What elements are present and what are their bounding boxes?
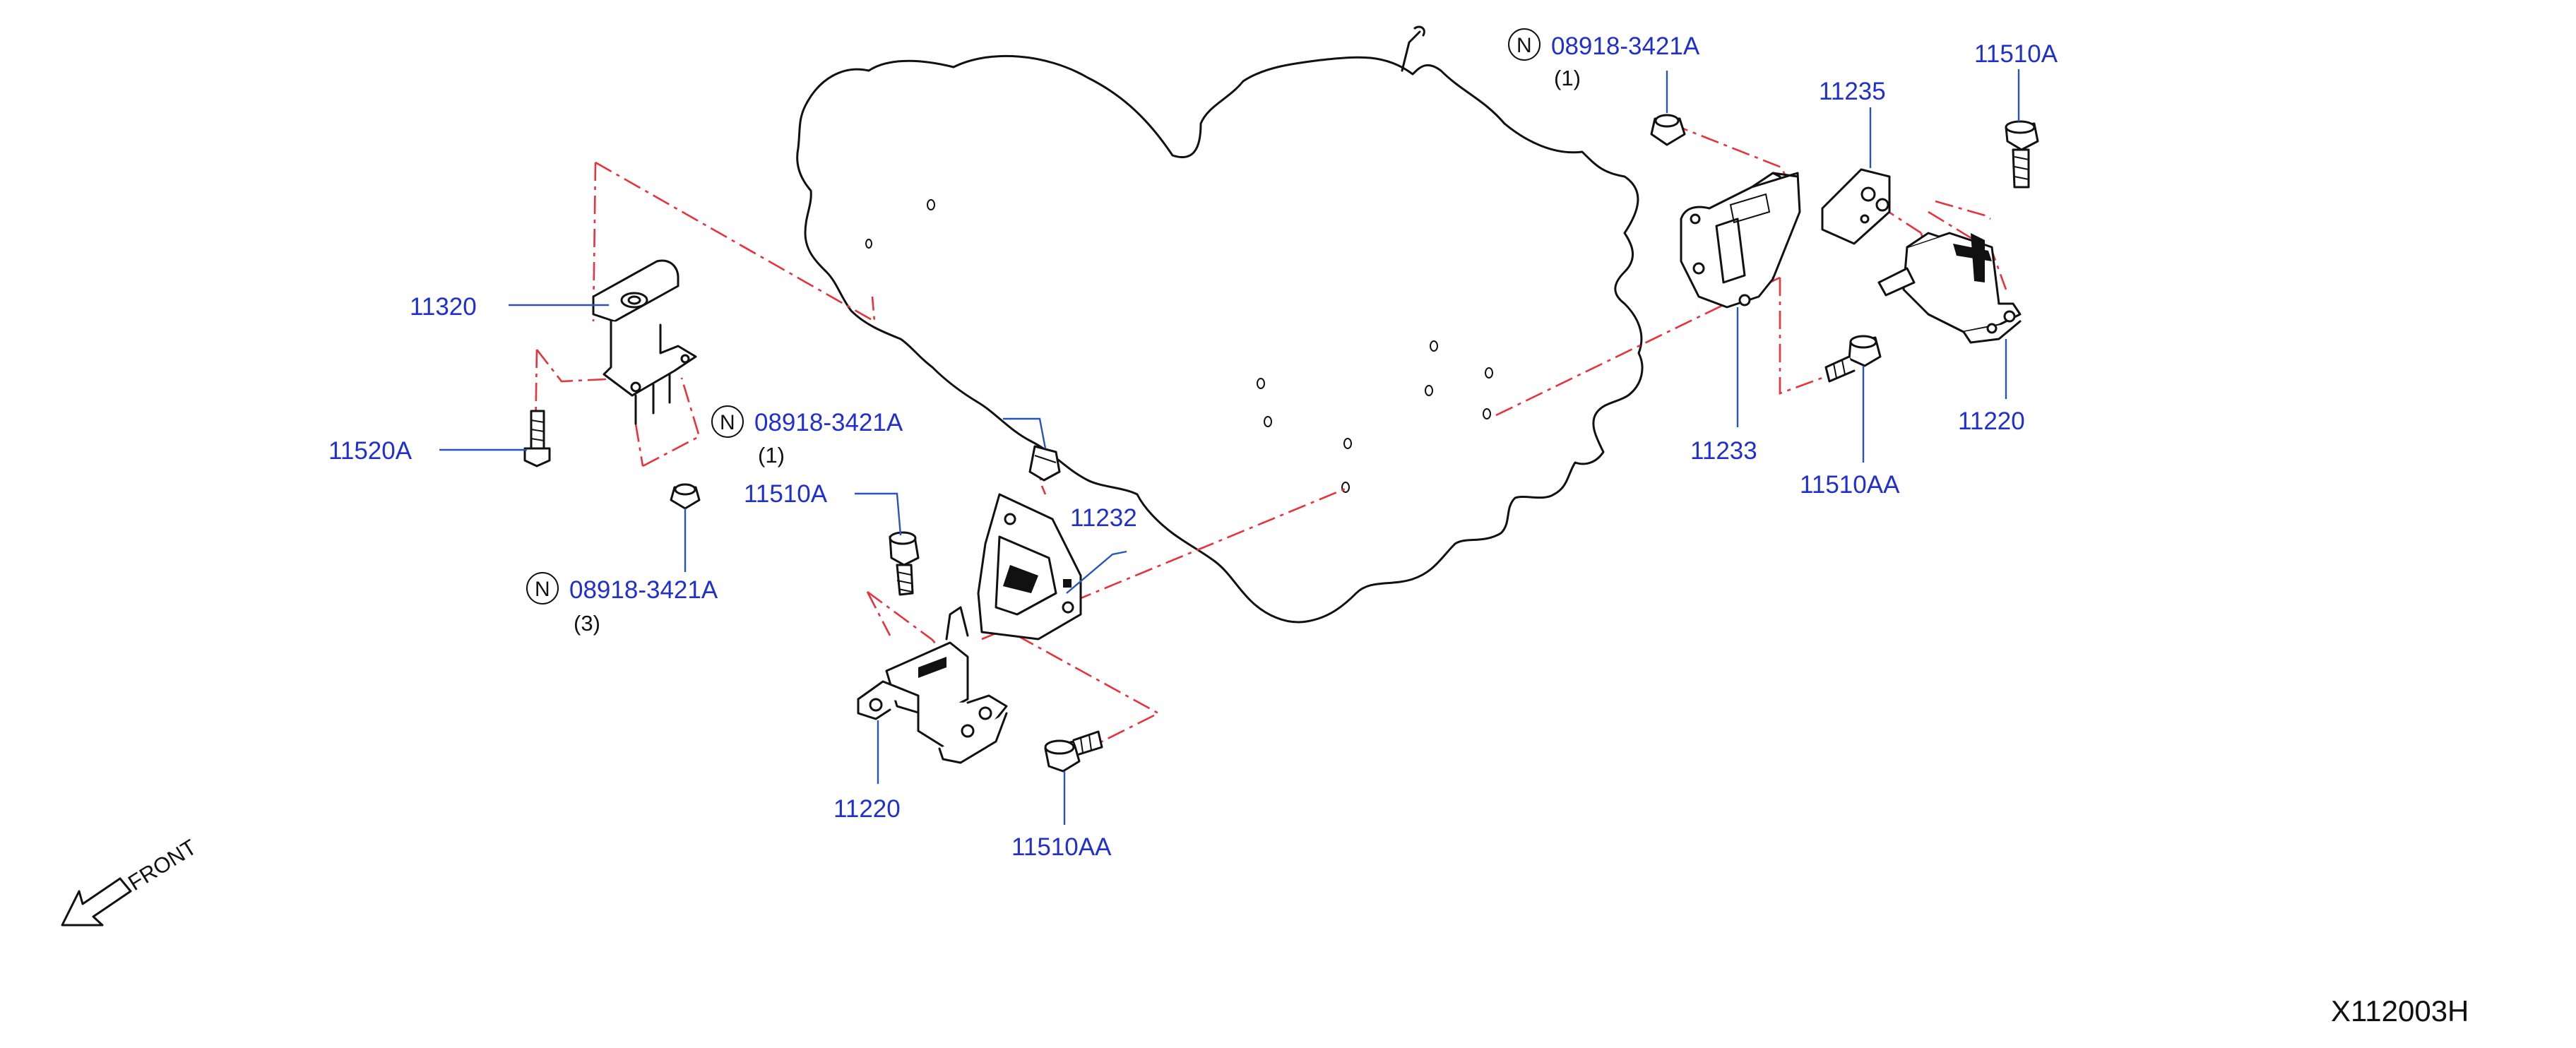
n-symbol-top: N [1508,28,1541,61]
nut-08918-left-lower [670,483,701,510]
label-08918-left-lower: 08918-3421A [569,576,718,604]
label-11220-center: 11220 [833,795,901,823]
bolt-11520A [523,410,551,468]
svg-text:N: N [1516,34,1532,57]
qty-top: (1) [1554,66,1581,90]
label-11235: 11235 [1819,78,1886,105]
n-symbol-left-lower: N [526,572,559,605]
label-11232: 11232 [1070,504,1137,532]
bolt-11510A-center [889,531,920,596]
part-11233-bracket [1680,172,1801,309]
front-label: FRONT [124,835,201,895]
part-11320-mount [592,259,697,425]
part-11235-plate [1821,168,1891,245]
bolt-11510AA-center [1044,730,1103,773]
drawing-code: X112003H [2331,994,2469,1028]
label-08918-left-upper: 08918-3421A [754,409,903,436]
callouts: 11320 11520A N 08918-3421A (1) N 08918-3… [328,28,2058,861]
label-11510A-right: 11510A [1974,40,2058,68]
label-11320: 11320 [410,293,477,321]
nut-11232-top [1028,445,1061,482]
qty-left-lower: (3) [574,611,600,636]
label-11520A: 11520A [328,437,412,465]
nut-08918-top [1650,114,1686,146]
n-symbol-left-upper: N [711,405,744,438]
part-11232-bracket [977,493,1082,641]
leader-lines [439,69,2020,825]
label-11510AA-center: 11510AA [1011,833,1112,861]
label-11220-right: 11220 [1958,407,2025,435]
label-11233: 11233 [1690,437,1757,465]
qty-left-upper: (1) [758,443,785,468]
label-11510A-center: 11510A [744,480,828,508]
engine-outline [796,25,1644,624]
bolt-11510AA-right [1824,335,1882,383]
part-11220-center-mount [857,606,1008,764]
bolt-11510A-right [2005,120,2039,189]
svg-text:N: N [535,578,550,601]
part-11220-right-mount [1877,232,2022,344]
label-08918-top: 08918-3421A [1551,32,1700,60]
label-11510AA-right: 11510AA [1800,471,1900,499]
mount-holes [865,199,1493,493]
front-indicator: FRONT [61,835,201,927]
svg-text:N: N [720,411,735,434]
